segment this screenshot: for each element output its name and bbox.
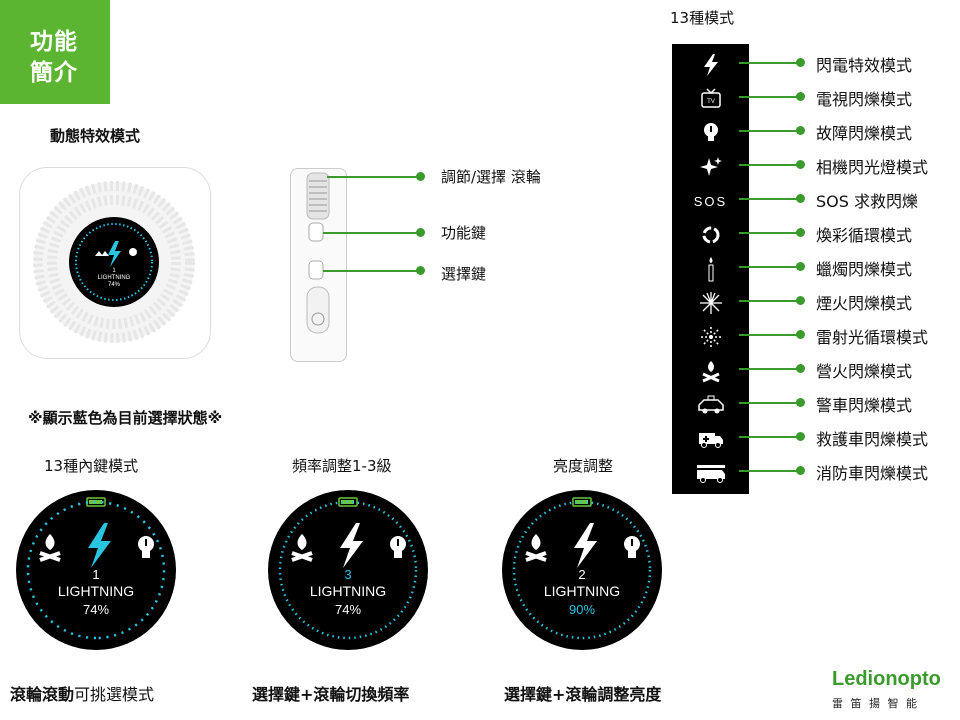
mode-label-laser: 雷射光循環模式 [816,328,929,347]
police-car-icon [672,390,749,420]
sparkle-icon [672,152,749,182]
brand-name: Ledionopto [832,668,941,690]
mode-label-candle: 蠟燭閃爍模式 [816,260,913,279]
screen-mode: LIGHTNING [309,583,387,599]
screen-level: 74% [334,602,362,617]
screen-level: 90% [568,602,596,617]
mode-label-cycle: 煥彩循環模式 [816,226,913,245]
tv-icon: TV [672,84,749,114]
svg-text:LIGHTNING: LIGHTNING [98,275,131,281]
svg-text:74%: 74% [108,282,121,288]
screen-level: 74% [82,602,110,617]
badge-line2: 簡介 [30,60,78,86]
mode-label-camera: 相機閃光燈模式 [816,158,929,177]
screen-mode: LIGHTNING [57,583,135,599]
svg-text:TV: TV [707,99,715,105]
screen-title-frequency: 頻率調整1-3級 [292,457,392,475]
callout-line [323,270,420,272]
mode-label-fault: 故障閃爍模式 [816,124,913,143]
screen-number: 1 [92,567,100,582]
brand-sub: 雷 笛 揚 智 能 [832,697,919,710]
callout-line [327,176,420,178]
mode-label-firework: 煙火閃爍模式 [816,294,913,313]
screen-modes: 1 LIGHTNING 74% [16,490,176,650]
ambulance-icon [672,424,749,454]
notice-text: ※顯示藍色為目前選擇狀態※ [28,409,223,427]
callout-dot [416,266,425,275]
caption-frequency: 選擇鍵+滾輪切換頻率 [252,685,410,704]
fire-truck-icon [672,458,749,488]
screen-number: 2 [578,567,586,582]
mode-label-firetruck: 消防車閃爍模式 [816,464,929,483]
mode-label-ambulance: 救護車閃爍模式 [816,430,929,449]
mode-label-campfire: 營火閃爍模式 [816,362,913,381]
callout-dot [416,172,425,181]
dynamic-mode-heading: 動態特效模式 [50,127,141,145]
mode-label-police: 警車閃爍模式 [816,396,913,415]
mode-label-lightning: 閃電特效模式 [816,56,913,75]
caption-brightness: 選擇鍵+滾輪調整亮度 [504,685,662,704]
mode-label-tv: 電視閃爍模式 [816,90,913,109]
screen-title-brightness: 亮度調整 [553,457,614,475]
badge-line1: 功能 [30,29,78,55]
candle-icon [672,254,749,284]
laser-icon [672,322,749,352]
device-side [290,168,347,362]
caption-modes: 滾輪滾動可挑選模式 [10,681,154,705]
screen-number: 3 [344,567,352,582]
svg-text:1: 1 [112,268,116,274]
firework-icon [672,288,749,318]
brand-logo: Ledionopto 雷 笛 揚 智 能 [832,668,941,711]
wheel-label: 調節/選擇 滾輪 [441,168,541,186]
function-key-label: 功能鍵 [441,224,487,242]
lightning-icon [672,50,749,80]
mode-label-sos: SOS 求救閃爍 [816,192,918,211]
bulb-icon [672,118,749,148]
function-key[interactable] [309,222,323,240]
caption-bold: 滾輪滾動 [10,685,75,704]
callout-line [323,232,420,234]
modes-icon-strip: TV SOS [672,44,749,494]
sos-icon: SOS [693,193,728,209]
screen-mode: LIGHTNING [543,583,621,599]
cycle-icon [672,220,749,250]
scroll-wheel[interactable] [309,172,327,216]
device-front: 1 LIGHTNING 74% [19,167,211,359]
modes-title: 13種模式 [670,9,735,27]
device-led-ring: 1 LIGHTNING 74% [33,181,195,343]
campfire-icon [672,356,749,386]
screen-brightness: 2 LIGHTNING 90% [502,490,662,650]
callout-dot [416,228,425,237]
caption-rest: 可挑選模式 [74,685,155,704]
select-key[interactable] [309,260,323,278]
screen-frequency: 3 LIGHTNING 74% [268,490,428,650]
select-key-label: 選擇鍵 [441,265,487,283]
screen-title-modes: 13種內鍵模式 [44,457,139,475]
section-badge: 功能 簡介 [0,0,110,104]
